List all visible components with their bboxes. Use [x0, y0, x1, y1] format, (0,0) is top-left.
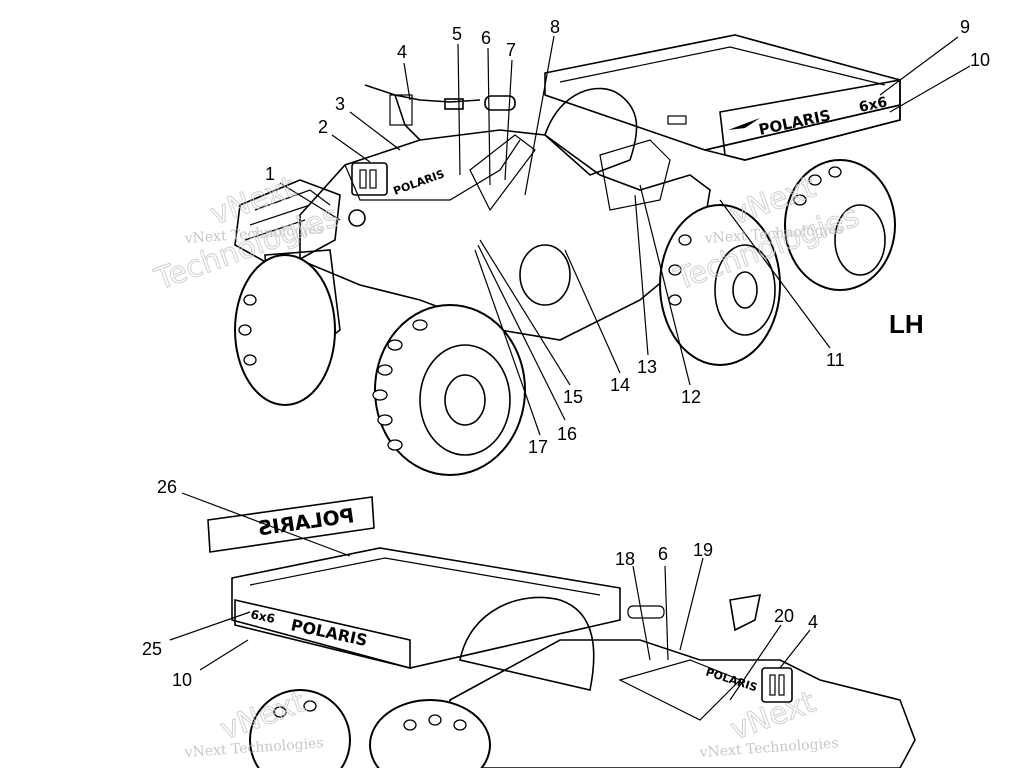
callout-3: 3	[335, 94, 345, 114]
callout-9: 9	[960, 17, 970, 37]
polaris-mirrored-text: POLARIS	[256, 503, 356, 540]
callout-4-bottom: 4	[808, 612, 818, 632]
rear-wheel-bottom	[249, 689, 351, 768]
callout-16: 16	[557, 424, 577, 444]
polaris-decal-box: POLARIS	[757, 106, 832, 139]
callout-12: 12	[681, 387, 701, 407]
polaris-decal-hood: POLARIS	[392, 167, 447, 198]
callout-18: 18	[615, 549, 635, 569]
cargo-box-top: POLARIS 6x6	[544, 34, 901, 161]
callout-11: 11	[826, 350, 845, 370]
seat-top	[544, 87, 638, 176]
callout-7: 7	[506, 40, 516, 60]
callout-6-bottom: 6	[658, 544, 668, 564]
callout-15: 15	[563, 387, 583, 407]
vehicle-rh-view: POLARIS POLARIS 6x6 POLARIS	[142, 477, 916, 768]
callout-14: 14	[610, 375, 630, 395]
callout-4: 4	[397, 42, 407, 62]
watermark-text-4: vNext Technologies	[698, 735, 839, 761]
callout-25: 25	[142, 639, 162, 659]
callout-19: 19	[693, 540, 713, 560]
polaris-decal-box-bottom: POLARIS	[289, 615, 369, 650]
callout-13: 13	[637, 357, 657, 377]
handlebars-top	[364, 84, 516, 141]
callout-8: 8	[550, 17, 560, 37]
middle-wheel-bottom	[369, 699, 491, 768]
callout-10: 10	[970, 50, 990, 70]
leader-lines-bottom	[169, 492, 811, 701]
cargo-box-bottom: POLARIS 6x6	[231, 547, 621, 670]
callout-17: 17	[528, 437, 548, 457]
front-right-wheel-top	[234, 254, 336, 406]
watermark-group: vNext Technologies vNext Technologies vN…	[149, 169, 864, 761]
view-label-lh: LH	[889, 309, 924, 339]
callout-20: 20	[774, 606, 794, 626]
callout-2: 2	[318, 117, 328, 137]
front-left-wheel-top	[372, 304, 526, 476]
callout-1: 1	[265, 164, 275, 184]
callout-10-bottom: 10	[172, 670, 192, 690]
leader-lines-top	[279, 35, 971, 436]
rear-wheel-top	[784, 159, 896, 291]
six-by-six-decal-box-bottom: 6x6	[249, 607, 276, 626]
body-top: POLARIS	[299, 129, 711, 341]
polaris-decal-26: POLARIS	[207, 496, 375, 553]
middle-wheel-top	[659, 204, 781, 366]
callout-5: 5	[452, 24, 462, 44]
callout-26: 26	[157, 477, 177, 497]
body-bottom: POLARIS	[449, 594, 916, 768]
vehicle-lh-view: POLARIS 6x6 POLARIS	[234, 17, 990, 476]
front-rack-top	[234, 179, 366, 271]
callout-6: 6	[481, 28, 491, 48]
six-by-six-decal-box: 6x6	[858, 94, 889, 116]
seat-bottom	[459, 596, 595, 691]
